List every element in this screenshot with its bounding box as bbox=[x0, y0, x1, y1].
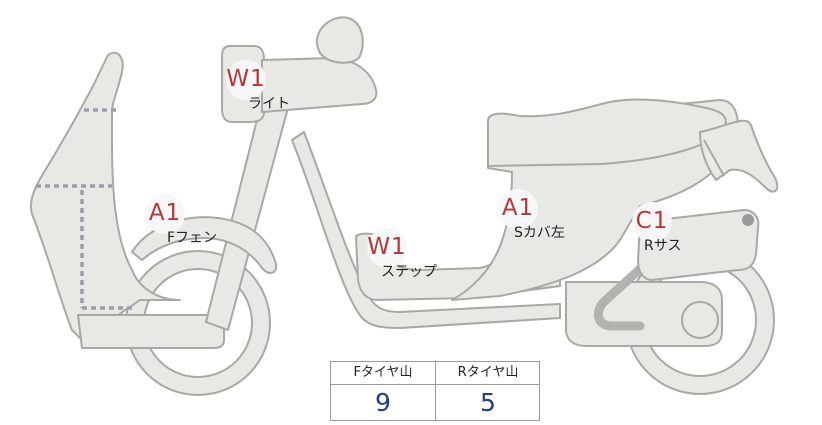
rear-tire-column: Rタイヤ山 5 bbox=[436, 362, 540, 420]
marker-disc bbox=[226, 60, 266, 100]
seat bbox=[486, 98, 727, 167]
marker-code: W1 bbox=[226, 66, 266, 92]
rear-cowl bbox=[699, 119, 779, 193]
marker-label: ライト bbox=[248, 96, 290, 112]
marker-code: W1 bbox=[367, 234, 407, 260]
rear-cowl-seam bbox=[703, 139, 725, 177]
rear-hub bbox=[681, 301, 719, 339]
mirror bbox=[315, 16, 364, 64]
marker-label: ステップ bbox=[381, 264, 437, 280]
marker-code: C1 bbox=[635, 208, 669, 234]
marker-disc bbox=[498, 189, 538, 229]
front-tire-value: 9 bbox=[375, 388, 391, 417]
marker-label: Sカバ左 bbox=[514, 225, 565, 241]
marker-disc bbox=[367, 228, 407, 268]
marker-label: Rサス bbox=[644, 238, 682, 254]
tire-tread-table: Fタイヤ山 9 Rタイヤ山 5 bbox=[330, 361, 540, 421]
front-floor-tip bbox=[77, 314, 225, 349]
marker-disc bbox=[145, 194, 185, 234]
rear-tire-header: Rタイヤ山 bbox=[436, 362, 540, 385]
shock-bolt bbox=[742, 214, 754, 226]
marker-code: A1 bbox=[148, 200, 182, 226]
marker-label: Fフェン bbox=[167, 230, 218, 246]
marker-disc bbox=[632, 202, 672, 242]
marker-code: A1 bbox=[501, 195, 535, 221]
front-cowl bbox=[30, 51, 181, 341]
front-tire-header: Fタイヤ山 bbox=[331, 362, 435, 385]
rear-tire-value: 5 bbox=[480, 388, 496, 417]
front-tire-column: Fタイヤ山 9 bbox=[331, 362, 436, 420]
exhaust-pipe bbox=[593, 253, 657, 331]
